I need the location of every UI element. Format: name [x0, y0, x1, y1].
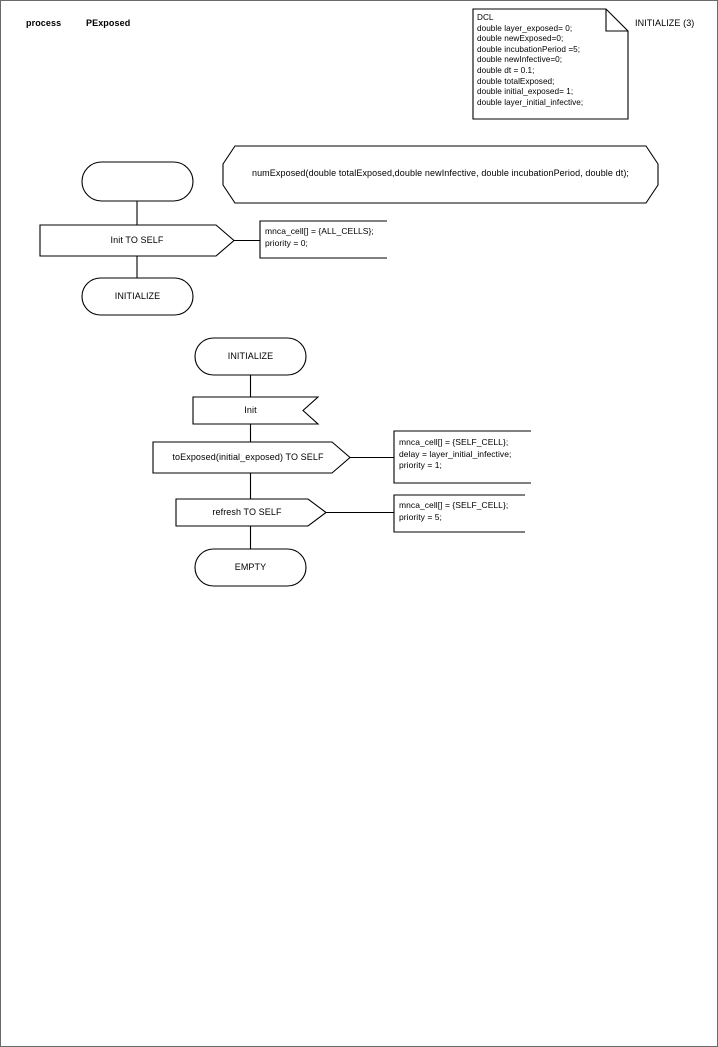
comment-text-to-exposed: mnca_cell[] = {SELF_CELL}; delay = layer…	[399, 437, 512, 470]
process-keyword-label: process	[26, 18, 62, 28]
output-symbol-refresh	[175, 498, 327, 527]
comment-text-init: mnca_cell[] = {ALL_CELLS}; priority = 0;	[265, 226, 374, 248]
comment-bracket-to-exposed	[393, 430, 531, 484]
state-label-initialize-b: INITIALIZE	[227, 351, 274, 361]
output-symbol-init-to-self	[39, 224, 235, 257]
procedure-symbol-outline	[222, 145, 659, 204]
state-label-initialize-a: INITIALIZE	[114, 291, 161, 301]
comment-text-refresh: mnca_cell[] = {SELF_CELL}; priority = 5;	[399, 500, 509, 522]
dcl-declarations-text: DCL double layer_exposed= 0; double newE…	[477, 13, 584, 107]
output-label-refresh: refresh TO SELF	[212, 507, 282, 517]
state-symbol-empty	[194, 548, 307, 587]
state-symbol-initialize-a	[81, 277, 194, 316]
output-symbol-to-exposed	[152, 441, 351, 474]
comment-bracket-init	[259, 220, 387, 259]
input-symbol-init	[192, 396, 320, 425]
dcl-box-fold	[605, 9, 628, 32]
page-reference-label: INITIALIZE (3)	[635, 18, 695, 28]
comment-bracket-refresh	[393, 494, 525, 533]
dcl-box-outline	[472, 8, 629, 120]
start-state-outline	[81, 161, 194, 202]
output-label-init-to-self: Init TO SELF	[110, 235, 164, 245]
process-name-label: PExposed	[86, 18, 131, 28]
state-label-empty: EMPTY	[234, 562, 267, 572]
input-label-init: Init	[244, 405, 257, 415]
output-label-to-exposed: toExposed(initial_exposed) TO SELF	[172, 452, 324, 462]
procedure-signature-label: numExposed(double totalExposed,double ne…	[251, 168, 630, 178]
